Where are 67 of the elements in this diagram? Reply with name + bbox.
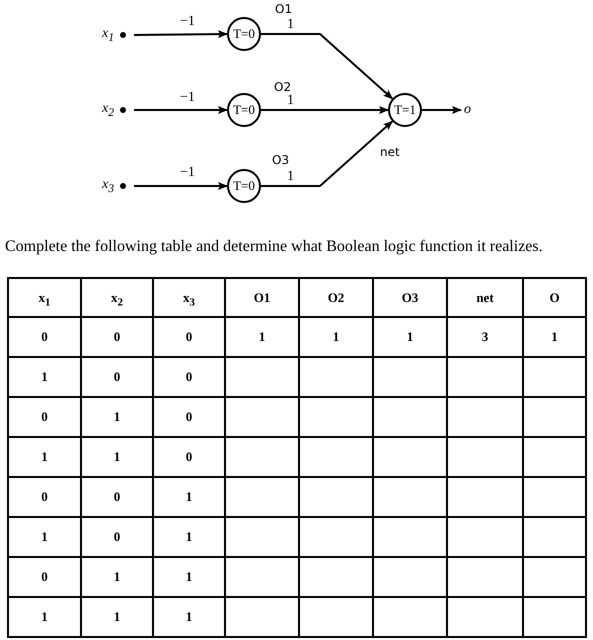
cell-value: 1 — [184, 489, 194, 505]
neuron-circle — [227, 17, 261, 51]
cell-value: 1 — [258, 329, 266, 345]
arrow — [261, 120, 394, 187]
column-header: x$_{2}$ — [110, 290, 124, 309]
cell-value: 1 — [40, 529, 49, 545]
arrow — [134, 30, 228, 38]
output-label: o — [464, 102, 471, 118]
cell-value: 1 — [184, 529, 194, 545]
column-header: O3 — [400, 290, 420, 306]
input-label: x$_{2}$ — [102, 101, 114, 119]
input-label: x$_{3}$ — [102, 177, 114, 195]
threshold-label: T=0 — [233, 102, 255, 118]
threshold-label: T=0 — [233, 178, 255, 194]
column-header: x$_{3}$ — [182, 290, 196, 309]
arrow — [261, 106, 389, 114]
threshold-label: T=1 — [394, 102, 416, 118]
threshold-label: T=0 — [233, 26, 255, 42]
cell-value: 1 — [112, 569, 122, 585]
weight-label: −1 — [180, 165, 195, 181]
cell-value: 1 — [112, 449, 122, 465]
weight-label: 1 — [287, 17, 294, 33]
column-header: O — [548, 290, 561, 306]
cell-value: 1 — [40, 609, 49, 625]
neuron-circle — [227, 169, 261, 203]
cell-value: 0 — [40, 569, 49, 585]
cell-value: 0 — [40, 329, 49, 345]
column-header: x$_{1}$ — [38, 290, 52, 309]
weight-label: −1 — [180, 90, 195, 106]
neuron-circle — [388, 93, 422, 127]
weight-label: 1 — [287, 93, 294, 109]
neuron-circle — [227, 93, 261, 127]
arrow — [134, 182, 228, 190]
column-header: O1 — [252, 290, 272, 306]
cell-value: 1 — [40, 369, 49, 385]
question-text: Complete the following table and determine what Boolean logic function it realizes. — [5, 238, 543, 256]
input-label: x$_{1}$ — [102, 26, 114, 44]
cell-value: 1 — [40, 449, 49, 465]
cell-value: 1 — [184, 609, 194, 625]
neuron-name: O3 — [272, 153, 290, 167]
weight-label: −1 — [180, 14, 195, 30]
neuron-name: O2 — [274, 80, 292, 94]
cell-value: 0 — [184, 369, 194, 385]
cell-value: 0 — [184, 449, 194, 465]
arrow — [422, 106, 462, 114]
arrow — [134, 106, 228, 114]
cell-value: 0 — [112, 329, 122, 345]
cell-value: 0 — [112, 529, 122, 545]
cell-value: 1 — [112, 609, 122, 625]
cell-value: 0 — [184, 409, 194, 425]
column-header: net — [475, 290, 495, 306]
cell-value: 1 — [550, 329, 559, 345]
neuron-name: net — [380, 145, 400, 159]
cell-value: 0 — [184, 329, 194, 345]
cell-value: 0 — [112, 489, 122, 505]
cell-value: 0 — [112, 369, 122, 385]
cell-value: 1 — [112, 409, 122, 425]
neuron-name: O1 — [275, 2, 292, 16]
cell-value: 1 — [184, 569, 194, 585]
cell-value: 1 — [406, 329, 414, 345]
weight-label: 1 — [287, 169, 294, 185]
column-header: O2 — [326, 290, 346, 306]
arrow — [261, 33, 394, 100]
cell-value: 0 — [40, 409, 49, 425]
cell-value: 1 — [332, 329, 340, 345]
cell-value: 3 — [480, 329, 490, 345]
cell-value: 0 — [40, 489, 49, 505]
